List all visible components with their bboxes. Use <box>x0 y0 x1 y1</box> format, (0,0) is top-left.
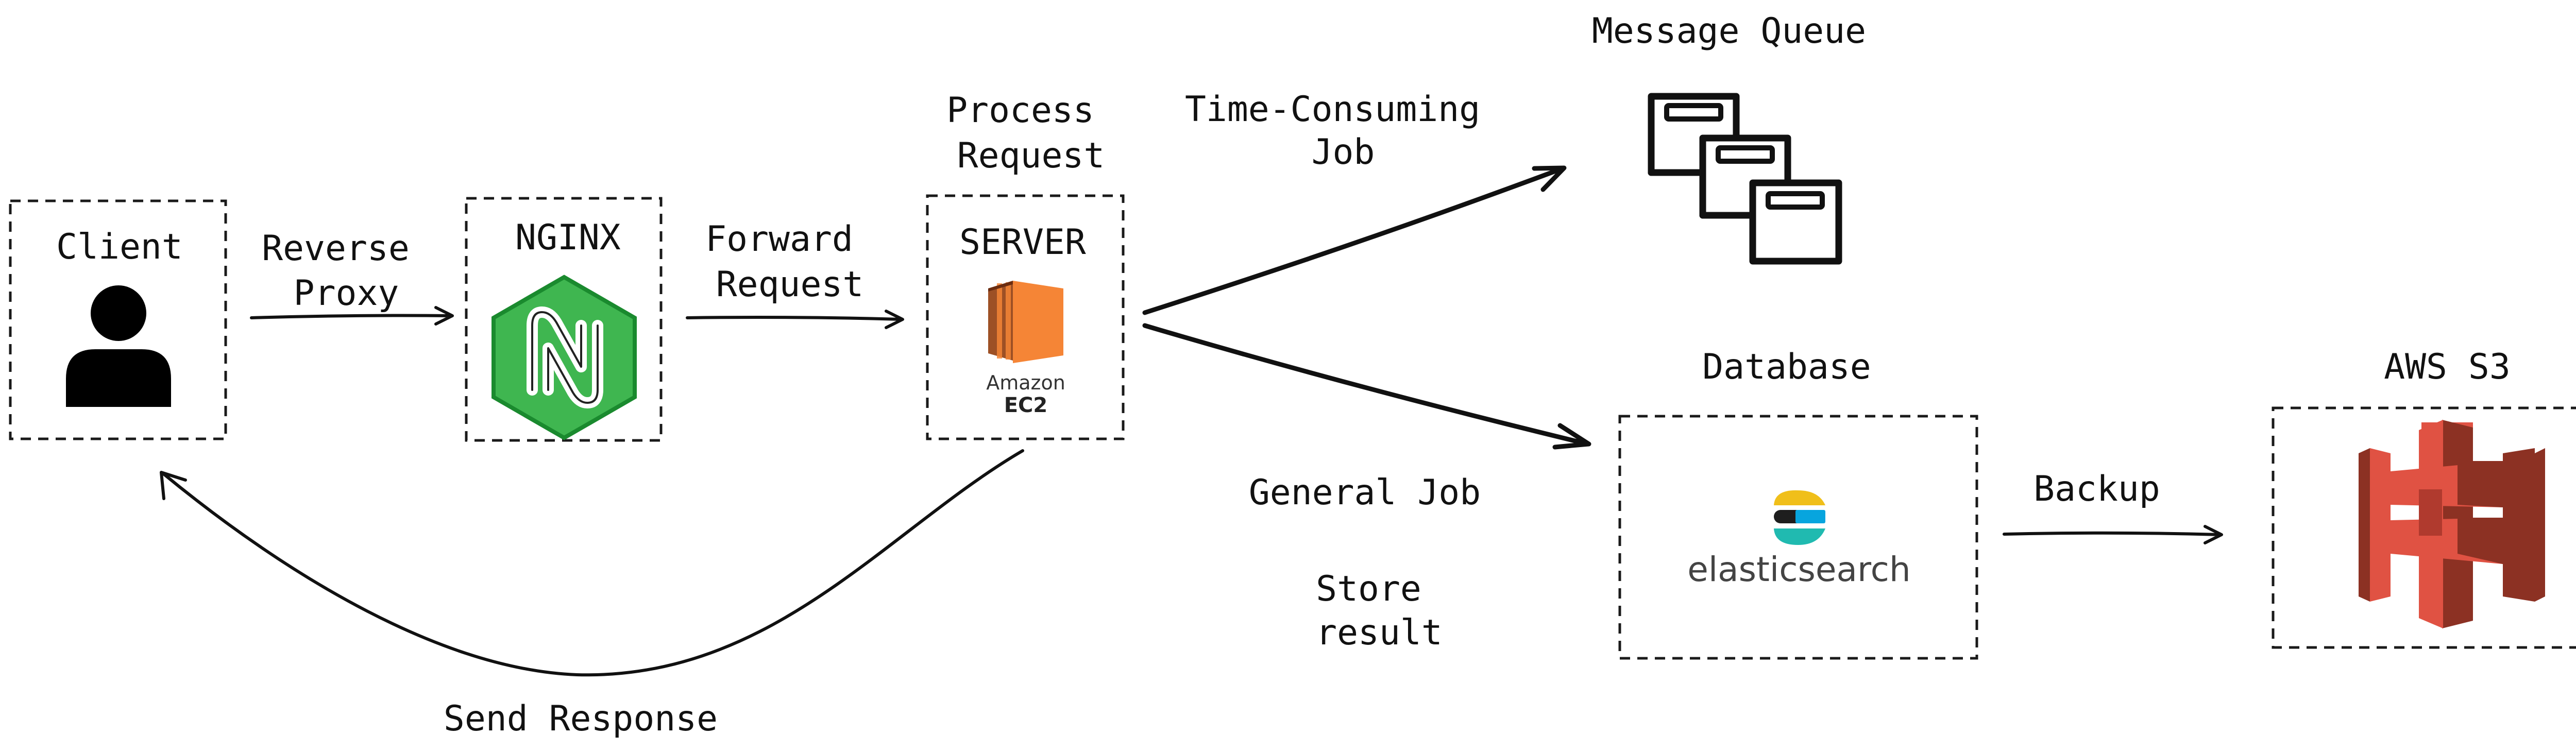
send-response-arrow <box>160 449 1024 677</box>
process-request-label: Process Request <box>946 90 1115 176</box>
server-node: SERVER Amazon EC2 <box>926 194 1125 440</box>
nginx-node: NGINX <box>465 197 663 442</box>
message-queue-label: Message Queue <box>1592 11 1866 52</box>
svg-text:Reverse Proxy: Reverse Proxy <box>262 228 431 314</box>
server-label: SERVER <box>959 222 1086 263</box>
backup-arrow <box>2003 525 2223 544</box>
store-result-label-2: result <box>1316 612 1443 653</box>
elasticsearch-logo-icon: elasticsearch <box>1687 490 1911 589</box>
client-box <box>9 199 227 440</box>
send-response-edge: Send Response <box>160 449 1024 739</box>
client-label: Client <box>56 227 183 267</box>
forward-request-arrow <box>686 310 904 329</box>
amazon-ec2-icon: Amazon EC2 <box>986 281 1065 417</box>
elasticsearch-logo-text: elasticsearch <box>1687 550 1911 589</box>
message-queue-icon <box>1648 93 1842 265</box>
process-request-label-1: Process <box>946 90 1094 131</box>
reverse-proxy-label-1: Reverse <box>262 228 410 269</box>
svg-text:Forward Request: Forward Request <box>705 219 874 305</box>
backup-edge: Backup <box>2003 469 2223 544</box>
aws-s3-icon <box>2359 420 2545 628</box>
user-icon <box>66 285 171 407</box>
reverse-proxy-label-2: Proxy <box>294 273 399 314</box>
s3-label: AWS S3 <box>2384 347 2511 387</box>
message-queue-node: Message Queue <box>1592 11 1866 265</box>
send-response-label: Send Response <box>444 698 718 739</box>
time-consuming-job-edge: Time-Consuming Job <box>1142 89 1567 315</box>
store-result-label: Store result <box>1316 569 1443 653</box>
nginx-box <box>465 197 663 442</box>
nginx-logo-icon <box>492 275 637 440</box>
forward-request-edge: Forward Request <box>686 219 904 329</box>
backup-label: Backup <box>2033 469 2160 509</box>
process-request-label-2: Request <box>957 135 1105 176</box>
ec2-logo-text-2: EC2 <box>1004 394 1048 417</box>
time-consuming-label-2: Job <box>1312 132 1375 173</box>
client-node: Client <box>9 199 227 440</box>
database-label: Database <box>1702 347 1871 387</box>
svg-text:Time-Consuming Job: Time-Consuming Job <box>1185 89 1501 173</box>
server-box <box>926 194 1125 440</box>
general-job-label: General Job <box>1249 472 1481 513</box>
database-box <box>1618 415 1978 660</box>
store-result-label-1: Store <box>1316 569 1421 609</box>
general-job-edge: General Job Store result <box>1142 323 1591 653</box>
reverse-proxy-edge: Reverse Proxy <box>250 228 454 326</box>
database-node: Database elasticsearch <box>1618 347 1978 660</box>
time-consuming-job-arrow <box>1142 165 1567 315</box>
s3-node: AWS S3 <box>2272 347 2576 649</box>
forward-request-label-2: Request <box>716 264 864 305</box>
ec2-logo-text-1: Amazon <box>986 371 1065 394</box>
nginx-label: NGINX <box>515 217 621 258</box>
reverse-proxy-arrow <box>250 306 454 326</box>
time-consuming-label-1: Time-Consuming <box>1185 89 1480 130</box>
forward-request-label-1: Forward <box>705 219 853 260</box>
general-job-arrow <box>1142 323 1591 450</box>
s3-box <box>2272 406 2576 649</box>
